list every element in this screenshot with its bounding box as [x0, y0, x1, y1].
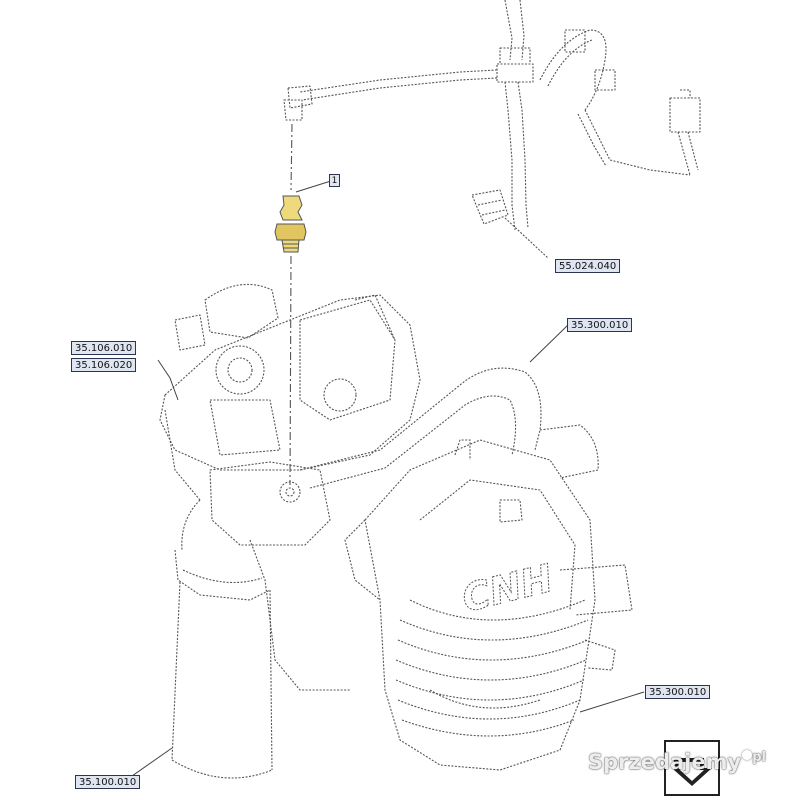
cnh-logo: CNH — [458, 556, 557, 621]
assembly-axis-line — [289, 123, 293, 486]
ref-label-filter[interactable]: 35.100.010 — [75, 775, 141, 789]
ref-label-housing-bottom[interactable]: 35.300.010 — [645, 685, 711, 699]
hose-assembly — [283, 0, 701, 231]
fitting-barb — [279, 195, 303, 221]
watermark-text: Sprzedajemy — [588, 750, 742, 774]
fitting-thread — [281, 239, 300, 253]
ref-label-housing-top[interactable]: 35.300.010 — [567, 318, 633, 332]
part-number-callout[interactable]: 1 — [329, 174, 340, 187]
filter-canister — [171, 499, 273, 779]
sensor-connector — [471, 189, 549, 259]
main-filter-housing — [344, 439, 633, 771]
ref-label-pump-a[interactable]: 35.106.010 — [71, 341, 137, 355]
hose-barb-fitting-part[interactable] — [274, 195, 307, 253]
hydraulic-pump-block — [159, 283, 421, 501]
outlet-elbow — [299, 367, 599, 489]
watermark-dot-icon — [742, 750, 753, 760]
watermark: Sprzedajemy pl — [588, 750, 766, 774]
fitting-collar — [274, 223, 307, 241]
ref-label-hose[interactable]: 55.024.040 — [555, 259, 621, 273]
leader-lines — [121, 179, 645, 784]
pump-port — [209, 461, 350, 691]
next-page-arrow-icon[interactable] — [664, 740, 720, 796]
ref-label-pump-b[interactable]: 35.106.020 — [71, 358, 137, 372]
fitting-thread-lines — [283, 243, 299, 249]
watermark-suffix: pl — [752, 750, 766, 765]
